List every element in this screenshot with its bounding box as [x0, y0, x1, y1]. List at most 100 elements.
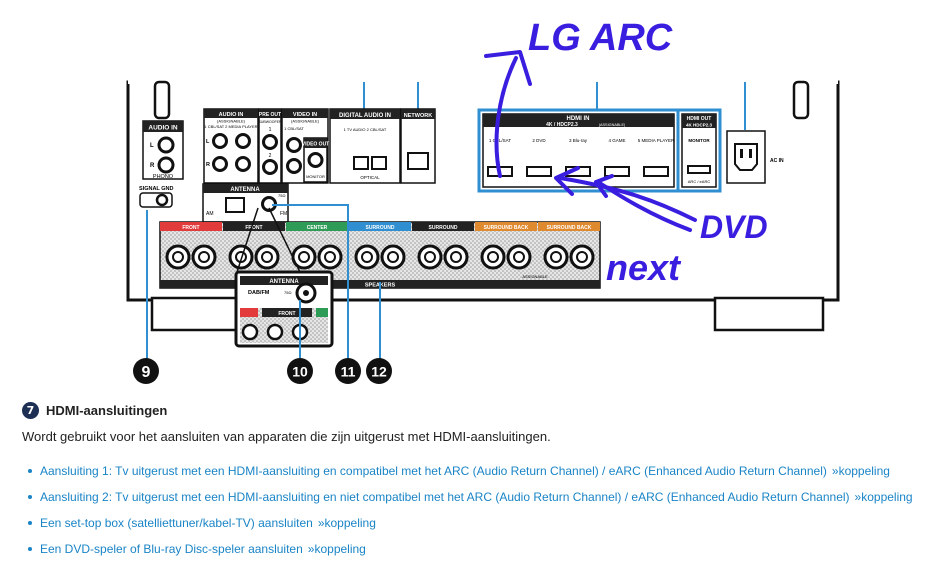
- arrow-dvd: [558, 176, 697, 222]
- speaker-terminal-inner: [450, 251, 462, 263]
- speaker-header: [412, 222, 474, 231]
- hdmi-port-label: 4 GAME: [608, 138, 625, 143]
- svg-text:MONITOR: MONITOR: [306, 174, 325, 179]
- svg-text:R: R: [206, 162, 210, 168]
- network-port: NETWORK: [400, 108, 436, 184]
- svg-text:12: 12: [371, 364, 387, 380]
- svg-text:1 TV AUDIO 2 CBL/SAT: 1 TV AUDIO 2 CBL/SAT: [344, 127, 387, 132]
- speaker-terminal-inner: [261, 251, 273, 263]
- link-text[interactable]: Een DVD-speler of Blu-ray Disc-speler aa…: [40, 542, 303, 556]
- svg-text:ANTENNA: ANTENNA: [230, 187, 260, 193]
- koppeling-link[interactable]: koppeling: [861, 490, 913, 504]
- speaker-terminal: [417, 244, 443, 270]
- svg-text:9: 9: [142, 364, 151, 381]
- speaker-label: CENTER: [307, 225, 328, 231]
- svg-text:VIDEO IN: VIDEO IN: [293, 112, 317, 118]
- receiver-rear-panel-diagram: AUDIO IN L R PHONO SIGNAL GND AUDIO IN (…: [126, 17, 840, 384]
- svg-text:1: 1: [269, 127, 272, 133]
- koppeling-link[interactable]: koppeling: [324, 516, 376, 530]
- speaker-terminal: [380, 244, 406, 270]
- digital-audio-input: DIGITAL AUDIO IN 1 TV AUDIO 2 CBL/SAT OP…: [329, 108, 401, 184]
- hdmi-port-socket: [643, 166, 669, 177]
- svg-text:L: L: [150, 143, 154, 149]
- speaker-terminal-inner: [576, 251, 588, 263]
- connection-link-item[interactable]: Aansluiting 1: Tv uitgerust met een HDMI…: [28, 458, 922, 484]
- callout-9: 9: [133, 358, 159, 384]
- speaker-terminal-inner: [198, 251, 210, 263]
- svg-text:ASSIGNABLE: ASSIGNABLE: [522, 274, 548, 279]
- hdmi-port-socket: [604, 166, 630, 177]
- hdmi-port-label: 5 MEDIA PLAYER: [638, 138, 675, 143]
- svg-text:PRE OUT: PRE OUT: [259, 112, 281, 118]
- section-heading: 7 HDMI-aansluitingen: [22, 402, 922, 419]
- svg-text:L: L: [206, 139, 210, 145]
- svg-text:AUDIO IN: AUDIO IN: [219, 112, 244, 118]
- double-chevron-icon: »: [831, 464, 839, 478]
- video-input: VIDEO IN (ASSIGNABLE) 1 CBL/SAT VIDEO OU…: [281, 108, 329, 184]
- section-number-badge: 7: [22, 402, 39, 419]
- speaker-header: [349, 222, 411, 231]
- speaker-header: [475, 222, 537, 231]
- hdmi-port-label: 2 DVD: [532, 138, 546, 143]
- arrow-to-lg-arc: [494, 56, 518, 178]
- svg-text:FRONT: FRONT: [278, 311, 295, 317]
- svg-text:(ASSIGNABLE): (ASSIGNABLE): [291, 119, 320, 124]
- callout-11: 11: [335, 358, 361, 384]
- connection-link-item[interactable]: Een DVD-speler of Blu-ray Disc-speler aa…: [28, 536, 922, 562]
- speaker-header: [223, 222, 285, 231]
- hdmi-port-socket: [526, 166, 552, 177]
- svg-text:4K / HDCP2.3: 4K / HDCP2.3: [546, 122, 578, 128]
- svg-text:AM: AM: [206, 211, 214, 217]
- hdmi-output-block: HDMI OUT 4K HDCP2.3 MONITOR ARC / eARC: [676, 108, 722, 193]
- svg-text:75Ω: 75Ω: [278, 193, 285, 198]
- svg-text:4K HDCP2.3: 4K HDCP2.3: [686, 123, 713, 128]
- speaker-label: SURROUND: [429, 225, 458, 231]
- svg-text:DIGITAL AUDIO IN: DIGITAL AUDIO IN: [339, 113, 391, 119]
- link-text[interactable]: Een set-top box (satelliettuner/kabel-TV…: [40, 516, 313, 530]
- svg-text:R: R: [150, 163, 155, 169]
- speaker-terminal: [506, 244, 532, 270]
- signal-gnd-label: SIGNAL GND: [139, 186, 173, 192]
- svg-text:10: 10: [292, 364, 308, 380]
- double-chevron-icon: »: [307, 542, 315, 556]
- connection-link-item[interactable]: Aansluiting 2: Tv uitgerust met een HDMI…: [28, 484, 922, 510]
- callout-leaders: [146, 204, 381, 362]
- svg-text:MONITOR: MONITOR: [688, 138, 710, 143]
- speaker-terminal-inner: [298, 251, 310, 263]
- link-text[interactable]: Aansluiting 2: Tv uitgerust met een HDMI…: [40, 490, 850, 504]
- speaker-terminal: [165, 244, 191, 270]
- connection-link-list: Aansluiting 1: Tv uitgerust met een HDMI…: [28, 458, 922, 562]
- speaker-terminal: [569, 244, 595, 270]
- svg-text:NETWORK: NETWORK: [404, 113, 432, 119]
- double-chevron-icon: »: [854, 490, 862, 504]
- handwriting-dvd: DVD: [700, 209, 768, 245]
- connection-link-item[interactable]: Een set-top box (satelliettuner/kabel-TV…: [28, 510, 922, 536]
- handwriting-next: next: [606, 247, 682, 288]
- svg-text:SUBWOOFER: SUBWOOFER: [259, 120, 282, 124]
- speaker-label: FRONT: [245, 225, 262, 231]
- svg-text:HDMI OUT: HDMI OUT: [687, 116, 712, 122]
- speaker-terminal: [480, 244, 506, 270]
- svg-text:AC IN: AC IN: [770, 158, 784, 164]
- koppeling-link[interactable]: koppeling: [838, 464, 890, 478]
- speaker-terminal: [228, 244, 254, 270]
- speaker-label: SURROUND BACK: [484, 225, 529, 231]
- section-title: HDMI-aansluitingen: [46, 403, 168, 418]
- link-text[interactable]: Aansluiting 1: Tv uitgerust met een HDMI…: [40, 464, 827, 478]
- callout-10: 10: [287, 358, 313, 384]
- hdmi-input-block: HDMI IN 4K / HDCP2.3 (ASSIGNABLE) 1 CBL/…: [477, 108, 680, 193]
- speaker-terminal-inner: [513, 251, 525, 263]
- koppeling-link[interactable]: koppeling: [314, 542, 366, 556]
- hdmi-in-label: HDMI IN: [567, 116, 590, 122]
- speaker-terminal: [443, 244, 469, 270]
- speaker-terminal: [254, 244, 280, 270]
- speaker-terminal-inner: [387, 251, 399, 263]
- hdmi-port-label: 1 CBL/SAT: [489, 138, 511, 143]
- svg-text:FM: FM: [280, 211, 287, 217]
- speaker-terminal-inner: [361, 251, 373, 263]
- speaker-terminal-inner: [324, 251, 336, 263]
- svg-text:ANTENNA: ANTENNA: [269, 279, 299, 285]
- handwritten-annotations: [484, 50, 697, 232]
- speaker-terminal-inner: [487, 251, 499, 263]
